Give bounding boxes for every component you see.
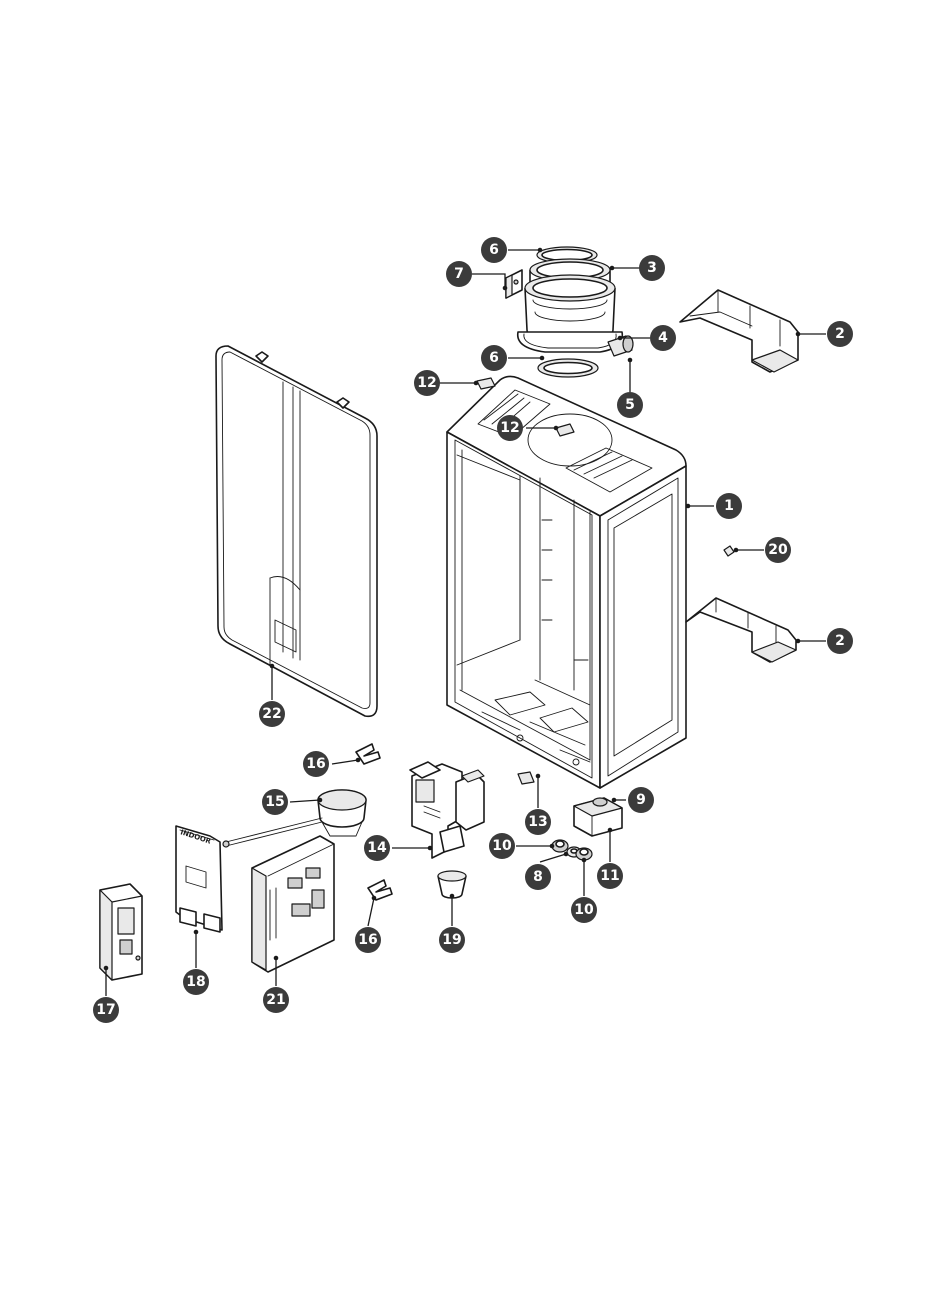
svg-text:7: 7 (454, 266, 464, 282)
svg-text:8: 8 (533, 869, 543, 885)
callout-13: 13 (525, 809, 551, 835)
gas-valve (410, 762, 484, 858)
pressure-switch (223, 790, 366, 847)
svg-text:14: 14 (367, 840, 387, 856)
callout-14: 14 (364, 835, 390, 861)
control-plate: INDOOR (176, 826, 222, 932)
callout-20: 20 (765, 537, 791, 563)
callout-5: 5 (617, 392, 643, 418)
sensor-unit (574, 798, 622, 836)
svg-text:21: 21 (266, 992, 285, 1008)
svg-text:9: 9 (636, 792, 646, 808)
callout-22: 22 (259, 701, 285, 727)
svg-text:12: 12 (417, 375, 436, 391)
callout-2-upper: 2 (827, 321, 853, 347)
pcb-assembly (252, 836, 334, 972)
svg-text:10: 10 (492, 838, 512, 854)
callout-16-upper: 16 (303, 751, 329, 777)
svg-text:12: 12 (500, 420, 519, 436)
callout-11: 11 (597, 863, 623, 889)
svg-text:5: 5 (625, 397, 635, 413)
clip-part-16-lower (368, 880, 392, 900)
wall-bracket-lower (686, 598, 796, 662)
callout-19: 19 (439, 927, 465, 953)
clip-part-13 (518, 772, 534, 784)
main-cabinet (447, 376, 686, 788)
part-10-left (552, 840, 568, 852)
callout-12-left: 12 (414, 370, 440, 396)
svg-text:2: 2 (835, 633, 845, 649)
svg-text:19: 19 (442, 932, 461, 948)
svg-text:20: 20 (768, 542, 788, 558)
callout-6-bottom: 6 (481, 345, 507, 371)
svg-text:10: 10 (574, 902, 594, 918)
svg-text:4: 4 (658, 330, 668, 346)
callout-9: 9 (628, 787, 654, 813)
svg-text:22: 22 (262, 706, 281, 722)
svg-text:2: 2 (835, 326, 845, 342)
svg-text:11: 11 (600, 868, 619, 884)
svg-text:18: 18 (186, 974, 205, 990)
callout-10-right: 10 (571, 897, 597, 923)
clip-part-20 (724, 546, 734, 556)
wall-bracket-upper (680, 290, 798, 372)
callout-8: 8 (525, 864, 551, 890)
svg-text:17: 17 (96, 1002, 115, 1018)
svg-text:1: 1 (724, 498, 734, 514)
svg-text:16: 16 (306, 756, 325, 772)
callout-3: 3 (639, 255, 665, 281)
callout-18: 18 (183, 969, 209, 995)
callout-4: 4 (650, 325, 676, 351)
svg-text:16: 16 (358, 932, 377, 948)
front-cover (216, 346, 377, 716)
svg-text:15: 15 (265, 794, 284, 810)
callout-17: 17 (93, 997, 119, 1023)
remote-controller (100, 884, 142, 980)
callout-6-top: 6 (481, 237, 507, 263)
svg-text:6: 6 (489, 350, 499, 366)
callout-10-left: 10 (489, 833, 515, 859)
callout-21: 21 (263, 987, 289, 1013)
callout-7: 7 (446, 261, 472, 287)
svg-text:3: 3 (647, 260, 657, 276)
svg-text:13: 13 (528, 814, 547, 830)
svg-text:6: 6 (489, 242, 499, 258)
callout-16-lower: 16 (355, 927, 381, 953)
callout-1: 1 (716, 493, 742, 519)
callout-15: 15 (262, 789, 288, 815)
callout-12-top: 12 (497, 415, 523, 441)
callout-2-lower: 2 (827, 628, 853, 654)
